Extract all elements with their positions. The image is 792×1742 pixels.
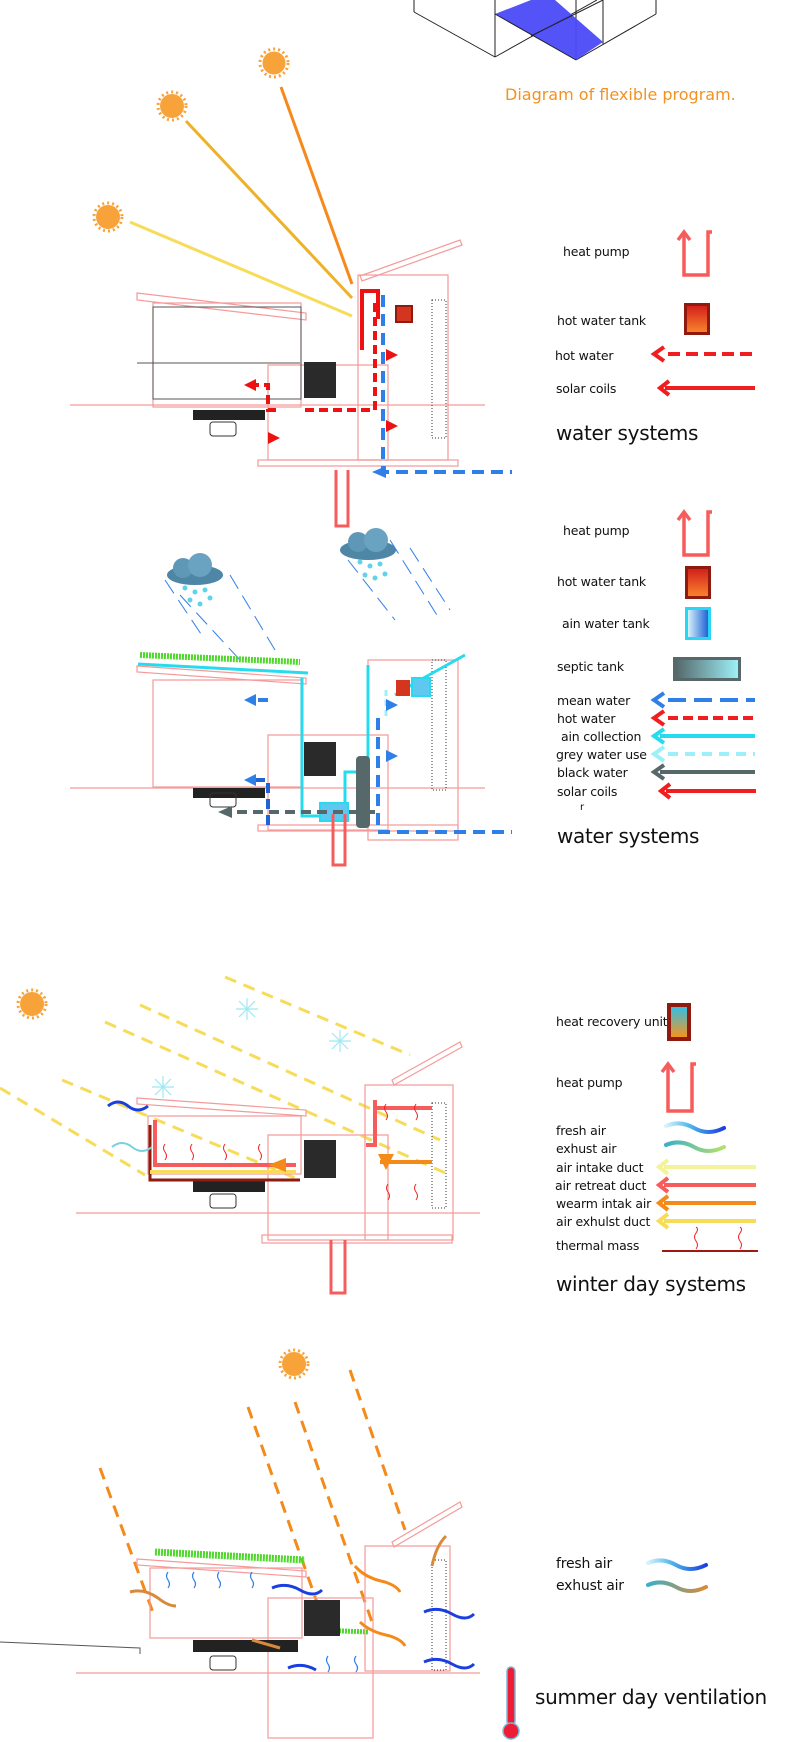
sun-icon <box>92 201 124 233</box>
panel2-legend-label: heat pump <box>563 523 630 538</box>
dashed-arrow-icon <box>650 691 755 709</box>
hot-water-tank-icon <box>685 566 711 599</box>
panel2-legend-label: mean water <box>557 693 631 708</box>
panel2-legend-label: black water <box>557 765 628 780</box>
snowflake-icon <box>329 1030 351 1052</box>
panel1-legend-label: hot water tank <box>557 313 646 328</box>
green-roof <box>154 1548 306 1564</box>
solid-arrow-icon <box>657 782 756 800</box>
hot-water-tank <box>396 680 410 696</box>
solid-arrow-icon <box>656 379 755 397</box>
sun-ray <box>129 220 353 318</box>
sun-icon <box>278 1348 310 1380</box>
panel3-legend-label: thermal mass <box>556 1238 640 1253</box>
sun-ray <box>279 86 354 285</box>
sun-icon <box>16 988 48 1020</box>
green-roof <box>139 652 301 665</box>
green-roof <box>317 1627 369 1635</box>
rain-cloud-icon <box>167 553 223 607</box>
panel3-legend-label: exhust air <box>556 1141 617 1156</box>
panel2-legend-label: ain water tank <box>562 616 650 631</box>
heat-pump <box>329 1240 347 1295</box>
panel2-legend-label: hot water <box>557 711 616 726</box>
solid-arrow-icon <box>655 1212 756 1230</box>
panel1-legend-label: solar coils <box>556 381 617 396</box>
solid-arrow-icon <box>655 1158 756 1176</box>
panel2-title: water systems <box>557 824 700 848</box>
panel4-section-drawing <box>0 1348 480 1739</box>
dashed-arrow-icon <box>650 745 755 763</box>
solid-arrow-icon <box>655 1176 756 1194</box>
panel3-legend-label: fresh air <box>556 1123 606 1138</box>
fresh-air-wave-icon <box>646 1558 708 1571</box>
exhaust-air-wave-icon <box>646 1580 708 1593</box>
panel3-legend-label: air intake duct <box>556 1160 644 1175</box>
panel3-legend-label: wearm intak air <box>556 1196 652 1211</box>
sun-ray <box>184 119 354 300</box>
heat-pump-icon <box>660 1061 696 1113</box>
panel3-section-drawing <box>0 975 480 1295</box>
dashed-arrow-icon <box>650 345 755 363</box>
septic-tank-icon <box>673 657 741 681</box>
car-icon <box>209 1655 237 1671</box>
sun-icon <box>156 90 188 122</box>
rain-water-tank-icon <box>685 607 711 640</box>
panel1-legend-label: hot water <box>555 348 614 363</box>
panel3-legend-label: heat recovery unit <box>556 1014 668 1029</box>
solid-arrow-icon <box>650 763 755 781</box>
panel2-legend-label: grey water use <box>556 747 647 762</box>
panel3-legend-label: heat pump <box>556 1075 623 1090</box>
thermal-mass-icon <box>662 1226 758 1252</box>
car-icon <box>209 792 237 808</box>
snowflake-icon <box>236 998 258 1020</box>
hot-water-tank <box>395 305 413 323</box>
car-icon <box>209 1193 237 1209</box>
panel1-section-drawing <box>70 47 512 528</box>
panel1-title: water systems <box>556 421 699 445</box>
septic-tank <box>356 756 370 828</box>
panel2-legend-label: solar coils <box>557 784 618 799</box>
panel2-legend-label: hot water tank <box>557 574 646 589</box>
rain-water-tank <box>411 677 431 697</box>
snowflake-icon <box>152 1076 174 1098</box>
panel4-title: summer day ventilation <box>535 1685 767 1709</box>
panel4-legend-label: exhust air <box>556 1578 624 1594</box>
dashed-arrow-icon <box>650 709 755 727</box>
heat-pump-icon <box>676 509 712 557</box>
rain-cloud-icon <box>340 528 396 581</box>
heat-recovery-unit-icon <box>667 1003 691 1041</box>
panel2-section-drawing <box>70 528 512 867</box>
heat-pump-icon <box>676 229 712 277</box>
heat-pump <box>331 814 347 867</box>
panel3-title: winter day systems <box>556 1272 746 1296</box>
heat-pump <box>334 470 350 528</box>
hot-water-tank-icon <box>684 303 710 335</box>
panel3-legend-label: air exhulst duct <box>556 1214 651 1229</box>
panel3-legend-label: air retreat duct <box>555 1178 647 1193</box>
car-icon <box>209 421 237 437</box>
panel4-legend-label: fresh air <box>556 1556 613 1572</box>
highlighted-program-zone <box>495 0 603 60</box>
exhaust-air-wave-icon <box>664 1140 726 1153</box>
flexible-program-caption: Diagram of flexible program. <box>505 85 736 104</box>
fresh-air-wave-icon <box>664 1121 726 1134</box>
panel2-legend-label: ain collection <box>561 729 642 744</box>
panel2-stray-mark: r <box>580 802 584 813</box>
solid-arrow-icon <box>650 727 755 745</box>
solid-arrow-icon <box>655 1194 756 1212</box>
panel2-legend-label: septic tank <box>557 659 624 674</box>
thermometer-icon <box>502 1666 520 1740</box>
sun-icon <box>258 47 290 79</box>
flexible-program-isometric <box>413 0 657 61</box>
panel1-legend-label: heat pump <box>563 244 630 259</box>
